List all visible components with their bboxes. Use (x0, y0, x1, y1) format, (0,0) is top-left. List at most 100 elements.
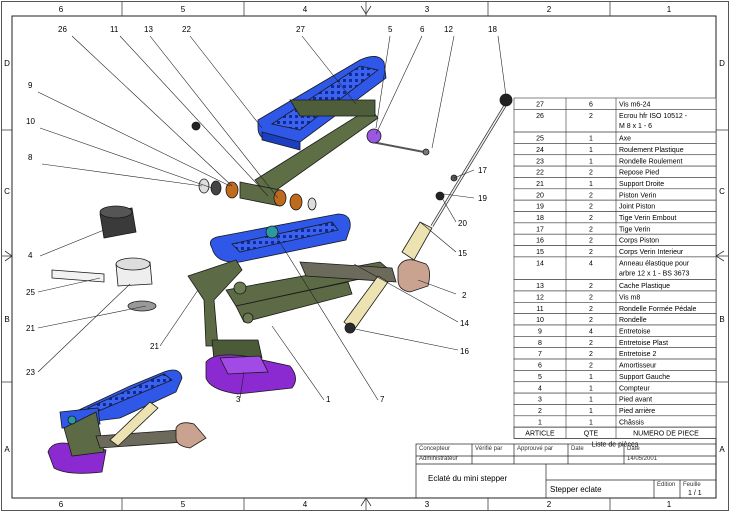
callout-14: 14 (460, 319, 469, 328)
parts-name: Piston Verin (619, 192, 656, 199)
parts-header-name: NUMERO DE PIECE (633, 431, 699, 438)
parts-row-cell-bg (513, 370, 717, 383)
parts-qty: 2 (589, 294, 593, 301)
parts-article: 23 (536, 158, 544, 165)
parts-header-article: ARTICLE (525, 431, 555, 438)
parts-article: 19 (536, 204, 544, 211)
parts-name: Vis m6-24 (619, 102, 650, 109)
zone-col-bot-2: 4 (303, 500, 308, 509)
parts-row-cell-bg (513, 347, 717, 360)
parts-article: 9 (538, 329, 542, 336)
parts-row-cell-bg (513, 336, 717, 349)
parts-article: 13 (536, 283, 544, 290)
zone-row-right-2: B (719, 315, 724, 324)
parts-qty: 2 (589, 170, 593, 177)
parts-name: Rondelle (619, 317, 647, 324)
parts-row-cell-bg (513, 233, 717, 246)
parts-article: 22 (536, 170, 544, 177)
parts-row-cell-bg (513, 222, 717, 235)
zone-col-bot-0: 6 (59, 500, 64, 509)
edition-label: Edition (657, 482, 675, 488)
callout-17: 17 (478, 166, 487, 175)
callout-3: 3 (236, 395, 241, 404)
parts-qty: 1 (589, 147, 593, 154)
screw-12 (371, 141, 430, 156)
parts-qty: 1 (589, 408, 593, 415)
parts-row-cell-bg (513, 211, 717, 224)
chassis-rear-arm (299, 261, 397, 283)
parts-name: Entretoise (619, 329, 651, 336)
parts-row: 13 2 Cache Plastique (513, 279, 717, 292)
parts-row: 12 2 Vis m8 (513, 290, 717, 303)
bearing-washer (127, 300, 157, 312)
date-value: 14/05/2001 (627, 456, 658, 462)
parts-qty: 1 (589, 374, 593, 381)
callout-7: 7 (380, 395, 385, 404)
parts-article: 21 (536, 181, 544, 188)
parts-name: Repose Pied (619, 170, 659, 177)
parts-qty: 1 (589, 419, 593, 426)
callout-19: 19 (478, 194, 487, 203)
zone-col-top-2: 4 (303, 5, 308, 14)
parts-name-line: Anneau élastique pour (619, 260, 690, 267)
rear-foot (397, 259, 430, 293)
callout-1: 1 (326, 395, 331, 404)
parts-article: 10 (536, 317, 544, 324)
parts-name: Entretoise Plast (619, 340, 668, 347)
zone-col-top-5: 1 (667, 5, 672, 14)
parts-name: Cache Plastique (619, 283, 670, 290)
approuve-label: Approuvé par (517, 446, 553, 452)
parts-qty: 2 (589, 340, 593, 347)
callout-23: 23 (26, 368, 35, 377)
parts-name: Châssis (619, 419, 644, 426)
parts-article: 12 (536, 294, 544, 301)
parts-qty: 2 (589, 363, 593, 370)
callout-2: 2 (462, 291, 467, 300)
parts-article: 17 (536, 226, 544, 233)
concepteur-label: Concepteur (419, 446, 450, 452)
parts-name: Vis m8 (619, 294, 640, 301)
damper-bushing (366, 128, 382, 144)
parts-qty: 1 (589, 181, 593, 188)
parts-qty: 1 (589, 136, 593, 143)
zone-row-right-3: A (719, 445, 725, 454)
parts-article: 14 (536, 260, 544, 267)
callout-15: 15 (458, 249, 467, 258)
parts-article: 20 (536, 192, 544, 199)
callout-26: 26 (58, 25, 67, 34)
bearing (115, 257, 153, 287)
callout-13: 13 (144, 25, 153, 34)
parts-article: 25 (536, 136, 544, 143)
callout-12: 12 (444, 25, 453, 34)
parts-row-cell-bg (513, 279, 717, 292)
parts-name: Entretoise 2 (619, 351, 656, 358)
parts-name: Amortisseur (619, 363, 657, 370)
parts-row-cell-bg (513, 154, 717, 167)
parts-name: Tige Verin Embout (619, 215, 676, 222)
parts-name: Compteur (619, 385, 650, 392)
parts-qty: 2 (589, 283, 593, 290)
zone-col-bot-4: 2 (547, 500, 552, 509)
drawing-description: Eclaté du mini stepper (428, 474, 507, 483)
parts-name: Joint Piston (619, 204, 655, 211)
parts-name: Ecrou hfr ISO 10512 -M 8 x 1 - 6 (619, 113, 688, 130)
parts-qty: 2 (589, 238, 593, 245)
callout-8: 8 (28, 153, 33, 162)
parts-qty: 6 (589, 102, 593, 109)
parts-qty: 2 (589, 215, 593, 222)
counter (99, 205, 137, 239)
